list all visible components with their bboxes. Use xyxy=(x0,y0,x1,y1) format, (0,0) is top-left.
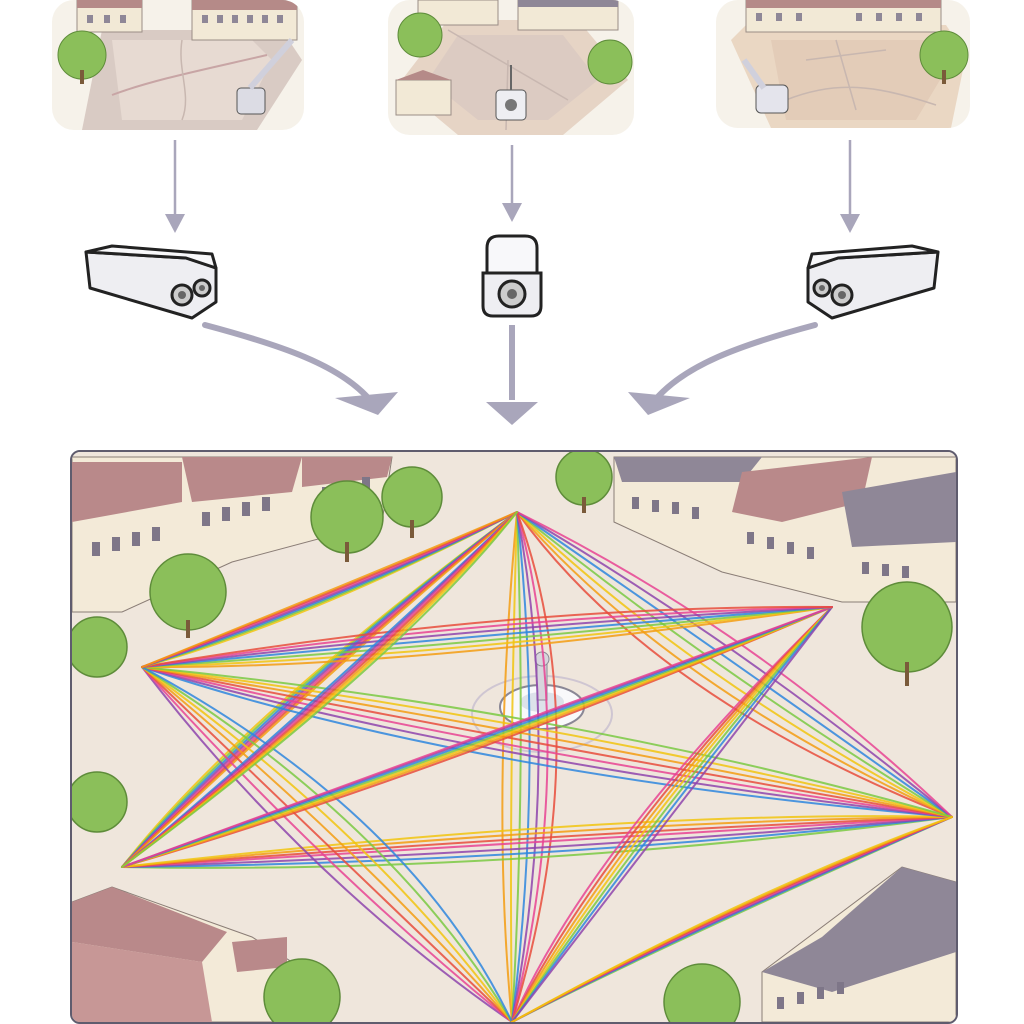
trajectory-line xyxy=(516,511,953,818)
trajectory-line xyxy=(511,511,549,1022)
left-camera xyxy=(84,244,218,320)
cctv-camera-icon xyxy=(481,234,543,318)
trajectory-line xyxy=(511,606,833,1022)
trajectory-line xyxy=(141,666,953,818)
trajectory-line xyxy=(511,511,540,1022)
trajectory-line xyxy=(141,666,513,1022)
trajectory-line xyxy=(121,816,953,868)
trajectory-line xyxy=(141,666,953,818)
trajectory-line xyxy=(121,815,953,868)
cctv-camera-icon xyxy=(84,244,218,320)
trajectory-line xyxy=(516,511,953,818)
trajectory-line xyxy=(511,511,558,1022)
trajectory-line xyxy=(501,511,518,1022)
trajectory-line xyxy=(121,511,518,868)
town-square-trajectory-map xyxy=(70,450,958,1024)
trajectory-line xyxy=(141,606,833,668)
trajectory-line xyxy=(511,511,531,1022)
trajectory-line xyxy=(121,606,833,868)
trajectory-line xyxy=(141,666,513,1022)
trajectory-line xyxy=(141,666,513,1022)
camera-view-left xyxy=(52,0,304,130)
trajectory-line xyxy=(509,511,518,1022)
down-arrow-left xyxy=(165,140,185,233)
buildings-bottom-right xyxy=(761,866,956,1022)
trajectory-line xyxy=(511,606,833,1022)
trajectory-line xyxy=(141,666,513,1022)
down-arrow-center xyxy=(502,145,522,222)
cctv-camera-icon xyxy=(806,244,940,320)
trajectory-line xyxy=(141,666,513,1022)
trajectory-line xyxy=(516,511,953,818)
buildings-top-right xyxy=(613,456,956,603)
trajectory-line xyxy=(511,606,833,1022)
trajectory-line xyxy=(121,816,953,868)
down-arrow-right xyxy=(840,140,860,233)
trajectory-line xyxy=(121,816,953,868)
buildings-top-left xyxy=(72,456,393,613)
trajectory-line xyxy=(141,606,833,668)
trajectory-line xyxy=(141,666,953,818)
camera-view-center xyxy=(388,0,634,135)
trajectory-line xyxy=(141,666,953,818)
trajectory-line xyxy=(511,606,833,1022)
trajectory-line xyxy=(141,606,833,669)
converging-arrows xyxy=(202,322,818,425)
center-camera xyxy=(481,234,543,318)
trajectory-line xyxy=(511,606,833,1022)
trees xyxy=(72,452,953,1022)
trajectory-line xyxy=(511,511,522,1022)
trajectory-line xyxy=(511,606,833,1022)
trajectory-line xyxy=(511,606,833,1022)
trajectory-line xyxy=(141,605,833,668)
trajectory-line xyxy=(516,511,953,818)
trajectory-line xyxy=(121,511,518,868)
right-camera xyxy=(806,244,940,320)
trajectory-line xyxy=(141,511,518,668)
trajectory-line xyxy=(516,511,953,818)
trajectory-lines xyxy=(121,511,953,1022)
trajectory-line xyxy=(141,666,513,1022)
trajectory-line xyxy=(121,816,953,869)
trajectory-line xyxy=(516,511,953,818)
trajectory-line xyxy=(121,816,953,868)
trajectory-line xyxy=(511,816,953,1022)
trajectory-line xyxy=(141,606,833,668)
trajectory-line xyxy=(121,816,953,868)
trajectory-line xyxy=(141,666,953,818)
trajectory-line xyxy=(141,606,833,668)
trajectory-line xyxy=(141,666,513,1022)
trajectory-line xyxy=(141,666,953,818)
trajectory-line xyxy=(516,511,953,818)
buildings-bottom-left xyxy=(72,886,293,1022)
camera-view-right xyxy=(716,0,970,128)
trajectory-line xyxy=(141,666,953,818)
trajectory-line xyxy=(141,606,833,668)
